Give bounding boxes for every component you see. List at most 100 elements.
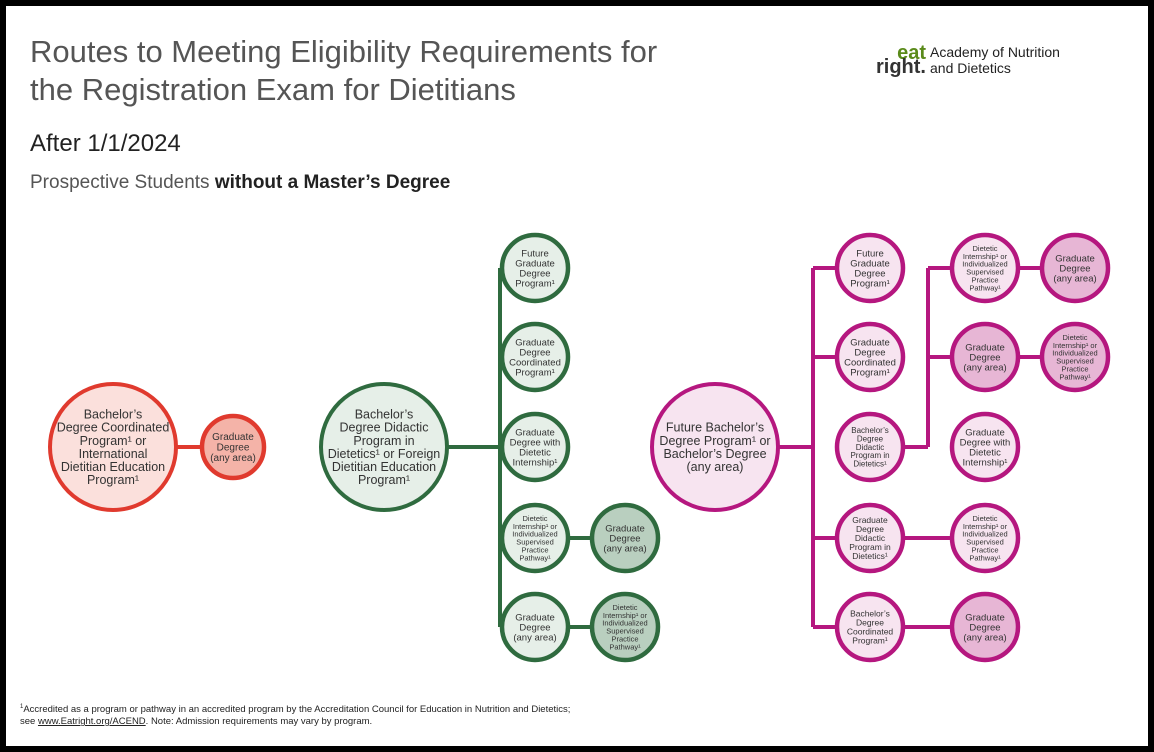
node-circle bbox=[834, 411, 906, 483]
logo-name-line2: and Dietetics bbox=[930, 60, 1011, 76]
node-label-line: Graduate bbox=[212, 432, 254, 443]
page-title: Routes to Meeting Eligibility Requiremen… bbox=[30, 34, 658, 107]
node-label-line: Degree bbox=[969, 352, 1000, 363]
node-label-line: Practice bbox=[971, 275, 998, 284]
node-label-line: Degree bbox=[969, 622, 1000, 633]
node-circle bbox=[199, 413, 267, 481]
audience-subtitle: Prospective Students without a Master’s … bbox=[30, 172, 450, 194]
node-label-line: Degree bbox=[519, 622, 550, 633]
node-label-line: Program in bbox=[353, 434, 414, 448]
node-label-line: Dietitian Education bbox=[61, 460, 165, 474]
node-label-line: Degree bbox=[854, 347, 885, 358]
academy-logo: eat right. Academy of Nutrition and Diet… bbox=[876, 42, 1060, 77]
node-label-line: Individualized bbox=[602, 619, 647, 628]
node-label-line: Bachelor’s bbox=[355, 408, 414, 422]
node-circle bbox=[589, 591, 661, 663]
node-label-line: (any area) bbox=[687, 460, 744, 474]
footnote-line2-post: . Note: Admission requirements may vary … bbox=[145, 716, 373, 728]
node-label-line: Program¹ bbox=[852, 635, 888, 645]
node-label-line: (any area) bbox=[210, 453, 256, 464]
node-label-line: Graduate bbox=[965, 342, 1005, 353]
node-circle bbox=[949, 321, 1021, 393]
node-label-line: Internship¹ or bbox=[603, 611, 648, 620]
node-label-line: Dietetic bbox=[972, 514, 997, 523]
node-label-line: Dietetic bbox=[1062, 333, 1087, 342]
node-label-line: Internship¹ bbox=[963, 457, 1008, 468]
footnote: 1Accredited as a program or pathway in a… bbox=[20, 701, 570, 728]
node-label-line: Degree bbox=[854, 268, 885, 279]
node-circle bbox=[1039, 232, 1111, 304]
node-label-line: Bachelor’s Degree bbox=[663, 447, 766, 461]
node-label-line: Practice bbox=[611, 634, 638, 643]
node-label-line: Dietetic bbox=[522, 514, 547, 523]
node-label-line: Dietetics¹ bbox=[853, 460, 887, 469]
node-circle bbox=[319, 382, 449, 512]
node-label-line: Graduate bbox=[850, 258, 890, 269]
acend-link[interactable]: www.Eatright.org/ACEND bbox=[37, 716, 146, 728]
node-label-line: Pathway¹ bbox=[969, 553, 1001, 562]
node-label-line: Internship¹ or bbox=[513, 522, 558, 531]
node-circle bbox=[499, 502, 571, 574]
logo-mark-top: eat bbox=[897, 42, 926, 64]
node-label-line: Coordinated bbox=[847, 626, 894, 636]
node-label-line: Graduate bbox=[515, 612, 555, 623]
node-label-line: Degree bbox=[856, 618, 884, 628]
node-label-line: Didactic bbox=[855, 533, 886, 543]
node-label-line: Degree with bbox=[960, 437, 1011, 448]
node-label-line: Dietetics¹ or Foreign bbox=[328, 447, 441, 461]
node-label-line: Bachelor’s bbox=[850, 609, 890, 619]
node-label-line: Dietetic bbox=[519, 447, 551, 458]
node-circle bbox=[949, 411, 1021, 483]
node-label-line: Internship¹ bbox=[513, 457, 558, 468]
node-label-line: Internship¹ or bbox=[1053, 341, 1098, 350]
node-label-line: Dietetic bbox=[972, 244, 997, 253]
node-label-line: (any area) bbox=[1053, 273, 1096, 284]
node-label-line: Degree Coordinated bbox=[57, 421, 170, 435]
node-label-line: Future bbox=[856, 248, 883, 259]
node-label-line: Graduate bbox=[965, 427, 1005, 438]
node-label-line: Graduate bbox=[515, 258, 555, 269]
node-label-line: Supervised bbox=[1056, 357, 1094, 366]
node-circle bbox=[1039, 321, 1111, 393]
footnote-mark: 1 bbox=[20, 704, 24, 710]
node-label-line: Degree Program¹ or bbox=[659, 434, 770, 448]
logo-name: Academy of Nutrition and Dietetics bbox=[930, 44, 1060, 76]
node-circle bbox=[499, 232, 571, 304]
node-label-line: Internship¹ or bbox=[963, 252, 1008, 261]
node-label-line: Graduate bbox=[605, 523, 645, 534]
node-label-line: Bachelor’s bbox=[84, 408, 143, 422]
node-label-line: Program¹ bbox=[87, 473, 139, 487]
node-label-line: Graduate bbox=[852, 515, 888, 525]
node-label-line: Degree with bbox=[510, 437, 561, 448]
node-circle bbox=[834, 232, 906, 304]
node-circle bbox=[834, 502, 906, 574]
node-label-line: Supervised bbox=[516, 538, 554, 547]
node-label-line: Practice bbox=[521, 545, 548, 554]
node-label-line: Supervised bbox=[966, 268, 1004, 277]
node-circle bbox=[499, 591, 571, 663]
node-label-line: Supervised bbox=[606, 627, 644, 636]
node-circle bbox=[48, 382, 178, 512]
node-label-line: Individualized bbox=[1052, 349, 1097, 358]
node-label-line: Degree bbox=[1059, 263, 1090, 274]
node-label-line: Program¹ bbox=[515, 367, 555, 378]
node-label-line: Pathway¹ bbox=[969, 283, 1001, 292]
node-label-line: Degree bbox=[609, 533, 640, 544]
node-label-line: Program in bbox=[849, 542, 891, 552]
node-label-line: (any area) bbox=[963, 362, 1006, 373]
node-label-line: Pathway¹ bbox=[609, 642, 641, 651]
